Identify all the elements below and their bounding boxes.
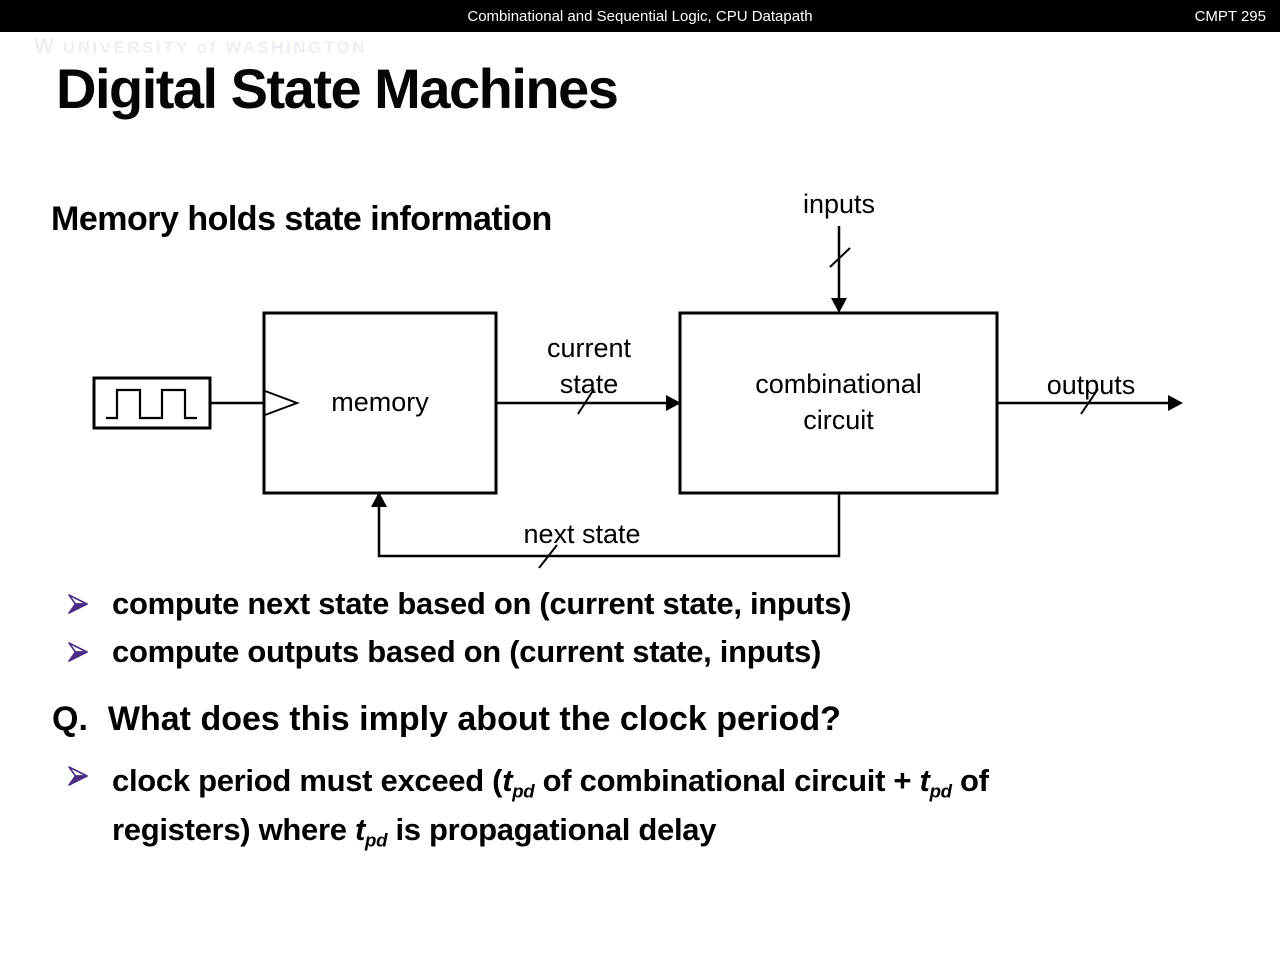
bullet-text: compute outputs based on (current state,… bbox=[112, 633, 821, 669]
pd-subscript: pd bbox=[929, 780, 952, 802]
page-title: Digital State Machines bbox=[56, 57, 619, 120]
pd-subscript: pd bbox=[512, 780, 535, 802]
list-item: clock period must exceed (tpd of combina… bbox=[66, 757, 989, 806]
list-item: compute outputs based on (current state,… bbox=[66, 633, 851, 672]
answer-text: is propagational delay bbox=[387, 812, 717, 848]
current-state-label: current state bbox=[527, 331, 651, 402]
answer-bullet: clock period must exceed (tpd of combina… bbox=[66, 757, 989, 856]
list-item: compute next state based on (current sta… bbox=[66, 585, 851, 624]
university-watermark: W UNIVERSITY of WASHINGTON bbox=[34, 35, 367, 59]
arrowhead-bullet-icon bbox=[68, 641, 88, 662]
clock-input-triangle-icon bbox=[264, 390, 300, 416]
arrowhead-bullet-icon bbox=[68, 766, 88, 786]
next-state-label: next state bbox=[523, 519, 641, 549]
combinational-circuit-box-label: combinational circuit bbox=[680, 313, 997, 493]
t-variable: t bbox=[502, 763, 513, 798]
slide-subtitle: Memory holds state information bbox=[51, 200, 552, 238]
current-state-wire bbox=[497, 388, 681, 415]
next-state-wire bbox=[371, 492, 841, 569]
bullet-list: compute next state based on (current sta… bbox=[66, 585, 851, 681]
current-state-line2: state bbox=[559, 368, 619, 399]
question-text: What does this imply about the clock per… bbox=[107, 700, 841, 738]
square-wave-clock-icon bbox=[92, 376, 212, 430]
combinational-label-line2: circuit bbox=[803, 405, 874, 435]
t-variable: t bbox=[919, 763, 930, 798]
header-course-code: CMPT 295 bbox=[1194, 8, 1266, 25]
answer-text: of combinational circuit + bbox=[534, 763, 920, 798]
inputs-label: inputs bbox=[802, 189, 876, 219]
bus-slash-icon bbox=[1080, 388, 1099, 415]
memory-box-label: memory bbox=[331, 387, 429, 418]
university-watermark-text: UNIVERSITY of WASHINGTON bbox=[62, 38, 367, 57]
answer-text: of bbox=[951, 763, 989, 798]
answer-text: registers) where bbox=[112, 812, 356, 848]
pd-subscript: pd bbox=[365, 829, 388, 851]
inputs-wire bbox=[829, 226, 851, 313]
question-line: Q. What does this imply about the clock p… bbox=[52, 700, 841, 739]
t-variable: t bbox=[355, 812, 366, 848]
combinational-label-line1: combinational bbox=[755, 369, 922, 400]
bus-slash-icon bbox=[538, 544, 558, 569]
answer-line1: clock period must exceed (tpd of combina… bbox=[112, 757, 989, 806]
bullet-text: compute next state based on (current sta… bbox=[112, 586, 852, 621]
answer-text: clock period must exceed ( bbox=[112, 763, 503, 798]
memory-box bbox=[262, 311, 498, 495]
outputs-wire bbox=[998, 388, 1183, 415]
question-prefix: Q. bbox=[52, 700, 88, 738]
arrowhead-bullet-icon bbox=[68, 594, 88, 614]
outputs-label: outputs bbox=[1046, 370, 1136, 400]
answer-line2: registers) where tpd is propagational de… bbox=[112, 806, 989, 855]
header-bar: Combinational and Sequential Logic, CPU … bbox=[0, 0, 1280, 32]
header-title: Combinational and Sequential Logic, CPU … bbox=[467, 8, 813, 25]
bus-slash-icon bbox=[577, 388, 595, 415]
current-state-line1: current bbox=[546, 333, 632, 363]
bus-slash-icon bbox=[829, 247, 851, 268]
university-logo: W bbox=[34, 35, 54, 58]
